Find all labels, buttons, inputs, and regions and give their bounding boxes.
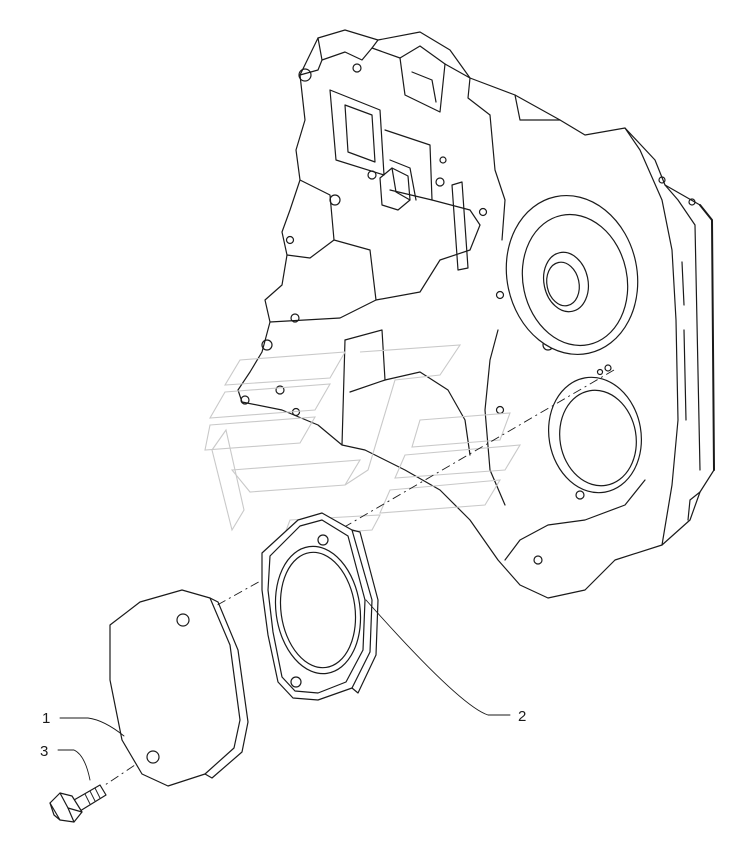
leader-line-3 <box>57 749 91 781</box>
callout-number-3: 3 <box>40 743 48 760</box>
callout-leaders <box>57 599 511 781</box>
leader-line-2 <box>365 599 511 716</box>
callout-number-2: 2 <box>518 708 526 725</box>
watermark-logo <box>204 344 522 537</box>
engine-front-housing <box>237 29 715 599</box>
cover-plate-part-1 <box>109 589 249 787</box>
callout-number-1: 1 <box>42 710 50 727</box>
callout-labels: 1 2 3 <box>40 708 526 760</box>
gasket-part-2 <box>261 512 379 701</box>
leader-line-1 <box>59 717 125 737</box>
bolt-part-3 <box>49 784 107 823</box>
